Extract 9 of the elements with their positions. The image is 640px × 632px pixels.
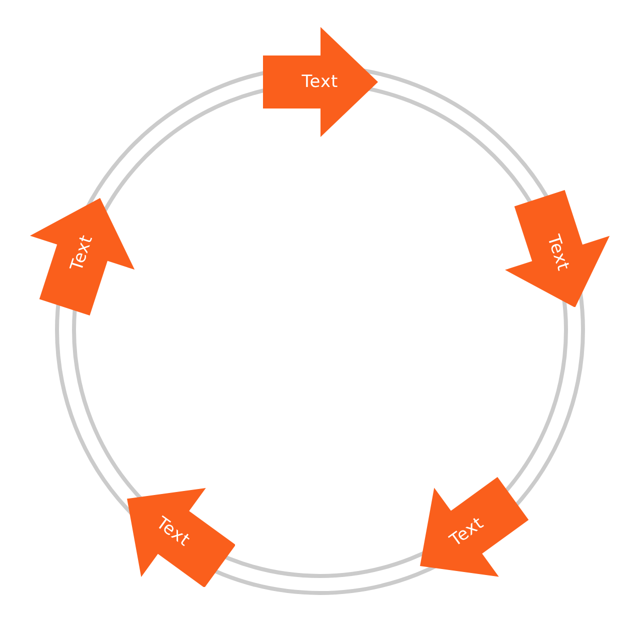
block-arrow [30, 198, 135, 316]
arrow-label: Text [302, 72, 338, 92]
arrow-label: Text [67, 232, 98, 274]
block-arrow [420, 477, 530, 577]
block-arrow [505, 190, 610, 308]
block-arrow [262, 27, 378, 137]
block-arrow [126, 488, 236, 588]
arrow-label: Text [446, 513, 488, 552]
arrow-label: Text [542, 232, 573, 274]
